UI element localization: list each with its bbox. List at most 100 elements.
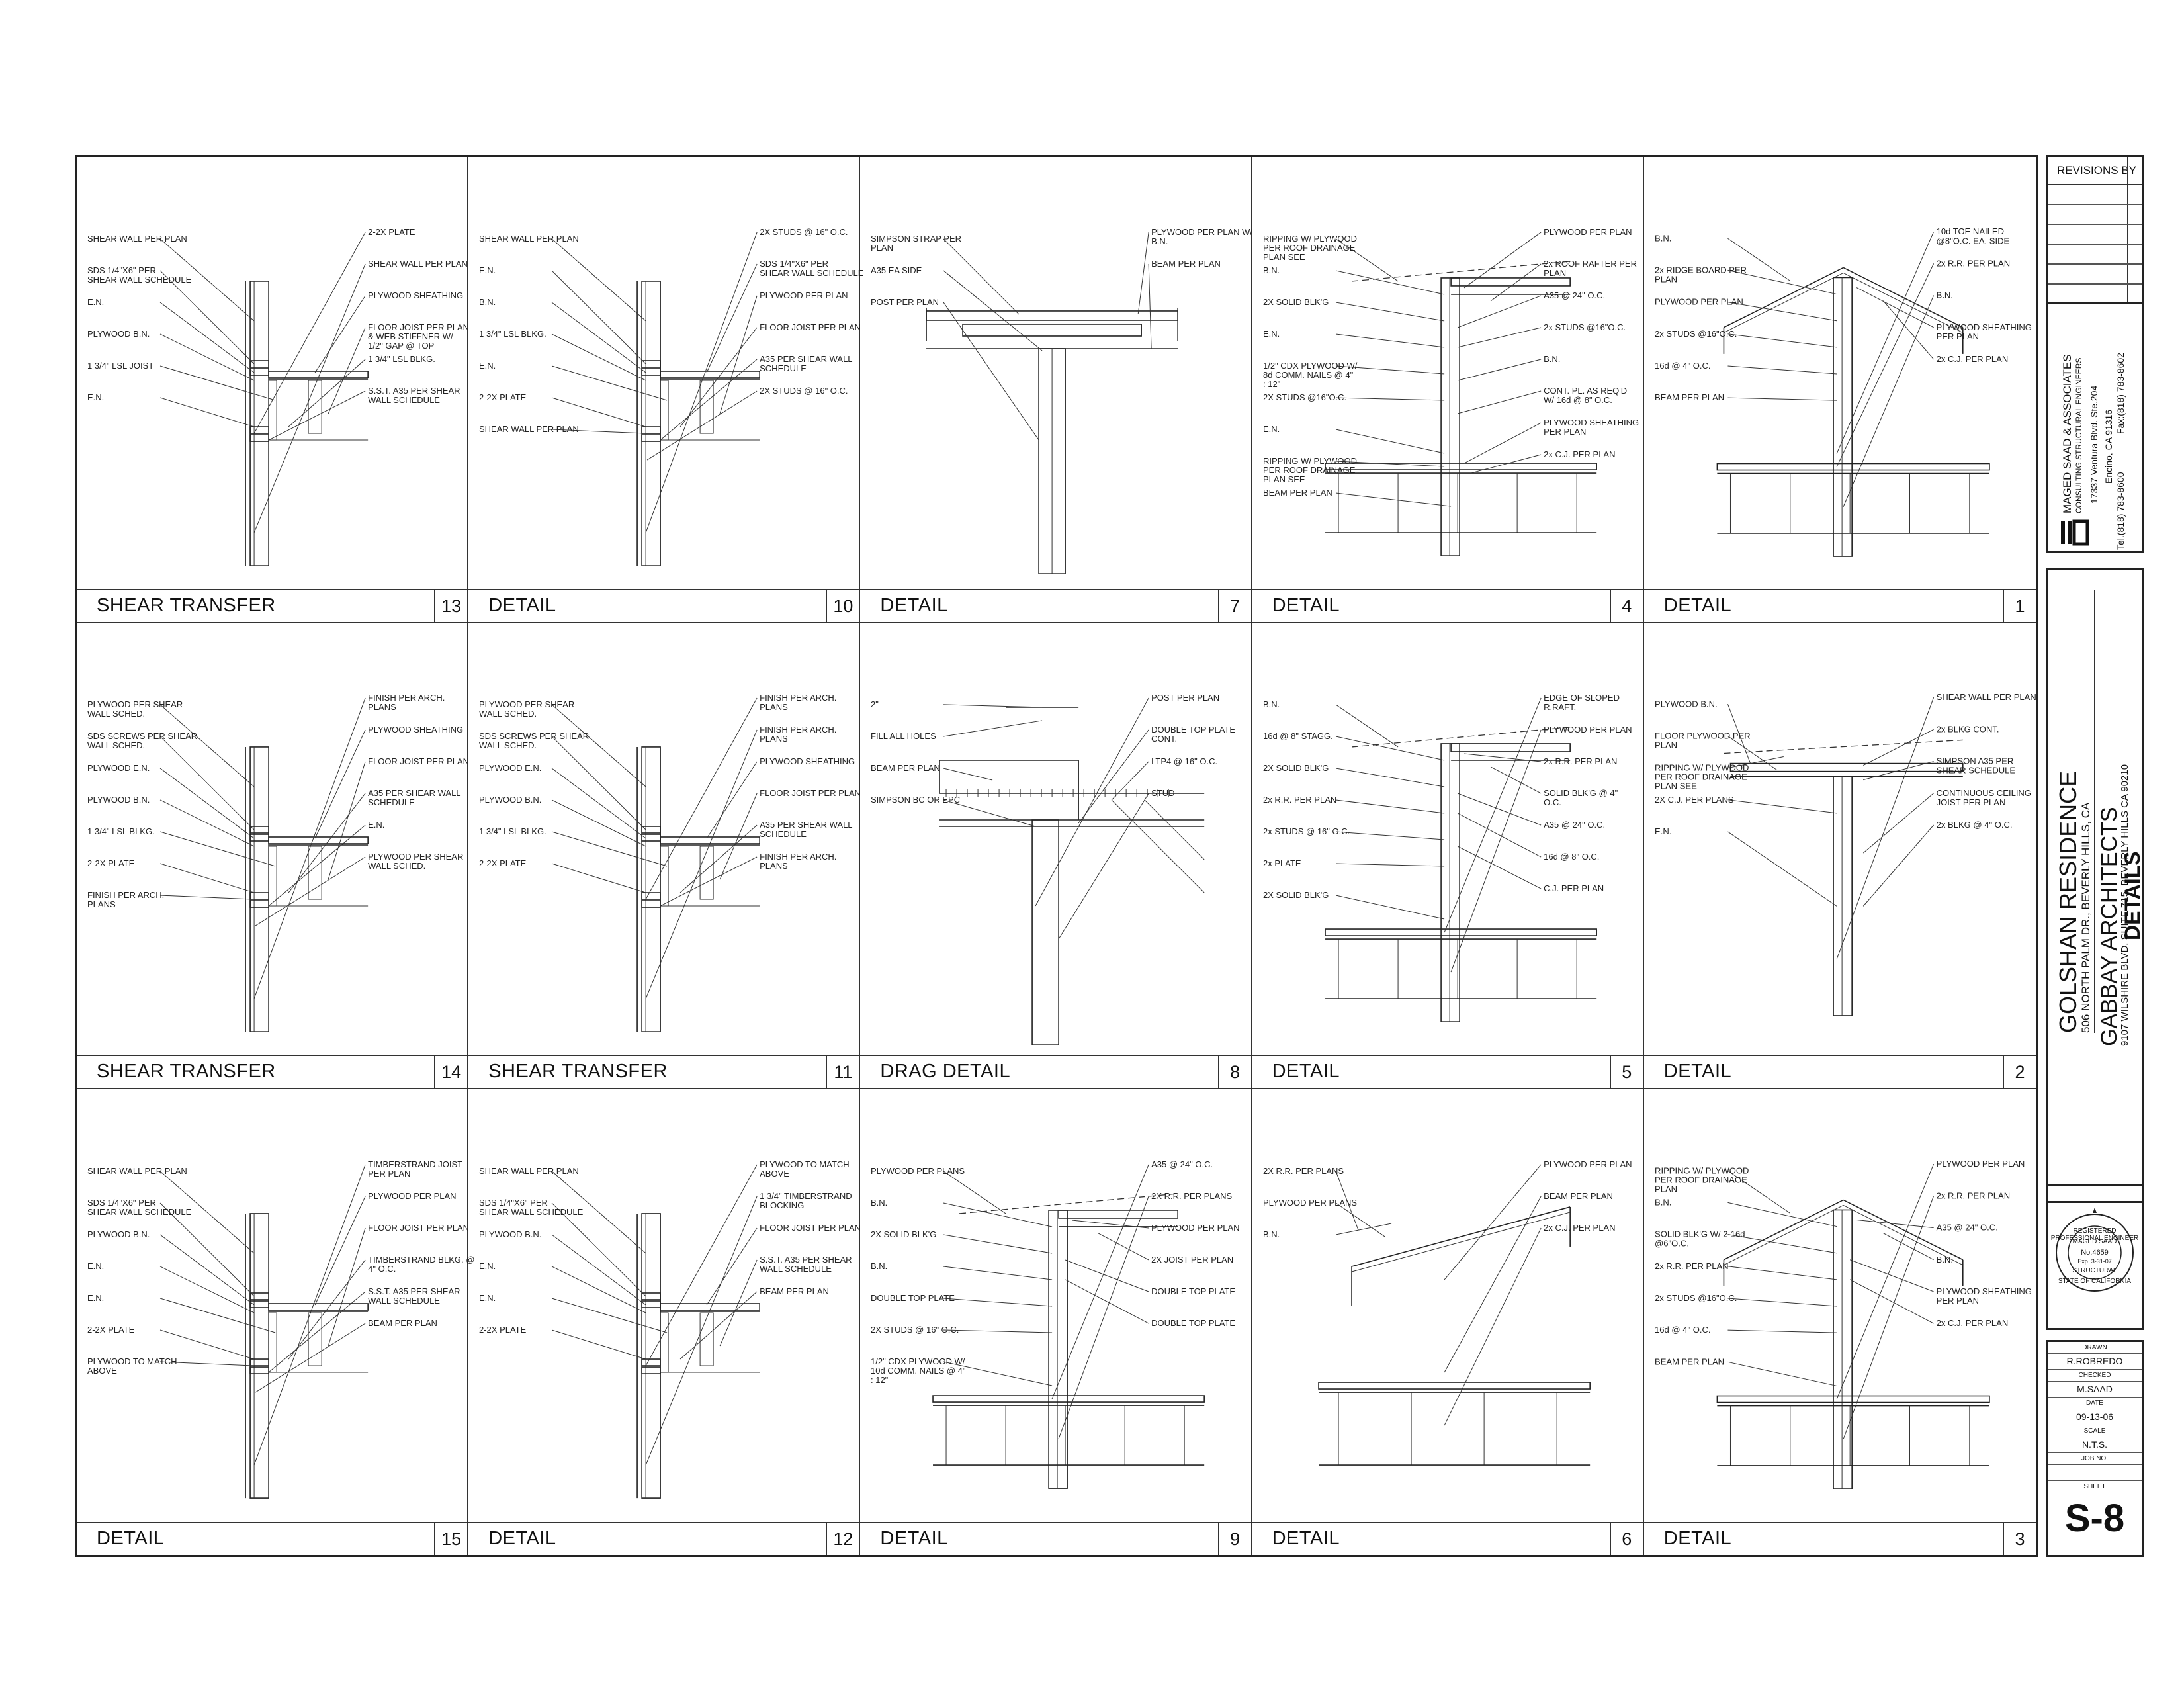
- detail-note: 2X SOLID BLK'G: [871, 1229, 936, 1239]
- detail-note: A35 @ 24" O.C.: [1544, 820, 1605, 830]
- detail-note: 16d @ 8" O.C.: [1544, 852, 1599, 862]
- firm-address: 17337 Ventura Blvd. Ste.204: [2089, 385, 2099, 504]
- detail-note: 2x PLATE: [1263, 858, 1301, 868]
- engineer-seal: REGISTERED PROFESSIONAL ENGINEER MAGED S…: [2046, 1184, 2144, 1330]
- detail-note: BEAM PER PLAN: [1152, 259, 1221, 269]
- detail-number: 13: [434, 590, 467, 622]
- detail-note: E.N.: [87, 392, 104, 402]
- detail-note: 16d @ 8" STAGG.: [1263, 731, 1333, 741]
- seal-expiry: Exp. 3-31-07: [2077, 1258, 2112, 1265]
- detail-note: FINISH PER ARCH.PLANS: [760, 693, 836, 712]
- detail-note: SHEAR WALL PER PLAN: [1936, 692, 2036, 702]
- detail-note: E.N.: [1655, 826, 1671, 836]
- detail-note: 2X C.J. PER PLANS: [1655, 795, 1734, 805]
- detail-note: 1/2" CDX PLYWOOD W/8d COMM. NAILS @ 4": …: [1263, 361, 1358, 389]
- detail-note: BEAM PER PLAN: [1655, 1356, 1724, 1366]
- detail-note: 2X SOLID BLK'G: [1263, 890, 1329, 900]
- detail-number: 15: [434, 1523, 467, 1555]
- detail-label: DETAIL: [488, 1528, 556, 1549]
- detail-note: 2x R.R. PER PLAN: [1544, 756, 1617, 766]
- firm-tel: Tel.(818) 783-8600: [2115, 472, 2126, 550]
- detail-note: A35 EA SIDE: [871, 265, 922, 275]
- detail-note: SOLID BLK'G W/ 2-16d@6"O.C.: [1655, 1229, 1745, 1249]
- detail-note: 2X STUDS @ 16" O.C.: [760, 386, 848, 396]
- detail-note: 2x C.J. PER PLAN: [1544, 449, 1615, 459]
- detail-note: PLYWOOD PER PLAN: [1544, 227, 1632, 237]
- scale-value: N.T.S.: [2048, 1437, 2142, 1453]
- detail-note: 2x STUDS @ 16" O.C.: [1263, 826, 1350, 836]
- revisions-block: REVISIONS BY MAGED SAAD & ASSOCIATES CON…: [2046, 155, 2144, 553]
- detail-note: FINISH PER ARCH.PLANS: [760, 852, 836, 871]
- detail-note: 2X SOLID BLK'G: [1263, 763, 1329, 773]
- detail-note: SHEAR WALL PER PLAN: [87, 234, 187, 244]
- seal-top-text: REGISTERED PROFESSIONAL ENGINEER: [2050, 1227, 2139, 1242]
- detail-number: 5: [1609, 1056, 1643, 1088]
- detail-note: 2x BLKG CONT.: [1936, 724, 1999, 734]
- detail-note: 1 3/4" LSL BLKG.: [479, 329, 546, 339]
- seal-number: No.4659: [2081, 1249, 2109, 1257]
- detail-note: 2x C.J. PER PLAN: [1544, 1223, 1615, 1233]
- detail-note: E.N.: [87, 297, 104, 307]
- detail-number: 6: [1609, 1523, 1643, 1555]
- detail-label: DETAIL: [1272, 1061, 1340, 1082]
- detail-label: DETAIL: [97, 1528, 165, 1549]
- detail-note: 2x BLKG @ 4" O.C.: [1936, 820, 2012, 830]
- drawn-label: DRAWN: [2048, 1342, 2142, 1354]
- firm-fax: Fax:(818) 783-8602: [2115, 353, 2126, 434]
- date-label: DATE: [2048, 1398, 2142, 1409]
- detail-number: 7: [1217, 590, 1251, 622]
- detail-label: DETAIL: [1663, 1528, 1732, 1549]
- sheet-number: S-8: [2064, 1497, 2125, 1540]
- detail-note: B.N.: [1544, 354, 1560, 364]
- detail-note: 1 3/4" LSL BLKG.: [368, 354, 435, 364]
- detail-note: E.N.: [1263, 329, 1280, 339]
- detail-note: 2X STUDS @ 16" O.C.: [760, 227, 848, 237]
- detail-note: 2x STUDS @16"O.C.: [1655, 1293, 1737, 1303]
- detail-note: FINISH PER ARCH.PLANS: [368, 693, 445, 712]
- detail-note: 10d TOE NAILED@8"O.C. EA. SIDE: [1936, 226, 2009, 245]
- detail-note: B.N.: [871, 1198, 887, 1208]
- detail-title-bar: DETAIL 5: [1252, 1055, 1643, 1088]
- detail-note: POST PER PLAN: [1152, 693, 1220, 703]
- detail-note: SHEAR WALL PER PLAN: [479, 234, 579, 244]
- detail-note: BEAM PER PLAN: [1263, 488, 1332, 498]
- detail-note: E.N.: [479, 1261, 496, 1271]
- detail-note: PLYWOOD PER PLANS: [1263, 1198, 1357, 1208]
- seal-name: MAGED SAAD: [2072, 1238, 2117, 1245]
- detail-number: 1: [2002, 590, 2036, 622]
- seal-discipline: STRUCTURAL: [2072, 1267, 2117, 1274]
- detail-note: PLYWOOD B.N.: [479, 795, 541, 805]
- revisions-by-header: BY: [2121, 164, 2136, 177]
- drawn-value: R.ROBREDO: [2048, 1354, 2142, 1370]
- detail-note: 2-2X PLATE: [87, 858, 135, 868]
- detail-note: 2-2X PLATE: [479, 392, 527, 402]
- detail-note: PLYWOOD B.N.: [479, 1229, 541, 1239]
